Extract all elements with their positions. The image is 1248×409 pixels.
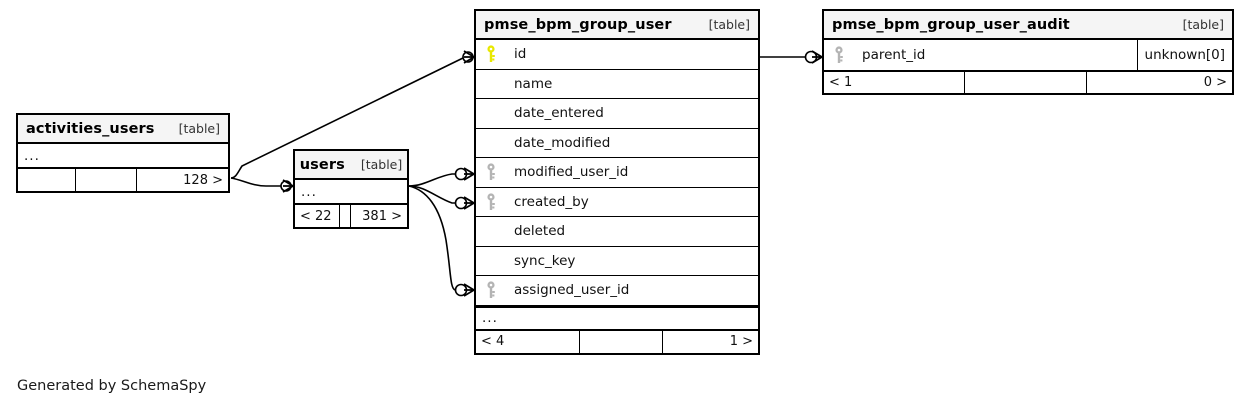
footer-incoming-count (18, 169, 75, 191)
edge-users-to-created-by (408, 185, 475, 210)
table-footer-activities-users: 128 > (18, 168, 228, 191)
column-name: date_entered (514, 105, 604, 122)
edge-users-to-modified-user-id (408, 167, 475, 187)
table-columns-ellipsis: ... (18, 144, 228, 168)
table-kind-label: [table] (178, 121, 220, 136)
table-kind-label: [table] (360, 157, 403, 172)
footer-middle-cell (579, 330, 663, 353)
column-name: name (514, 75, 553, 92)
table-row[interactable]: date_entered (476, 99, 758, 129)
column-name: parent_id (862, 46, 926, 63)
table-footer-pmse-bpm-group-user-audit: < 1 0 > (824, 69, 1232, 93)
generated-by-credit: Generated by SchemaSpy (17, 378, 207, 394)
table-node-pmse-bpm-group-user-audit[interactable]: pmse_bpm_group_user_audit [table] parent… (822, 9, 1234, 95)
column-name: id (514, 46, 527, 63)
table-title: pmse_bpm_group_user (484, 16, 672, 33)
key-indicator-cell (476, 163, 506, 181)
table-columns-ellipsis: ... (295, 180, 407, 204)
table-row[interactable]: deleted (476, 217, 758, 247)
footer-incoming-count: < 4 (481, 334, 505, 349)
table-title: pmse_bpm_group_user_audit (832, 16, 1070, 33)
column-type: unknown[0] (1136, 40, 1232, 70)
table-footer-users: < 22 381 > (295, 204, 407, 227)
footer-middle-cell (964, 71, 1087, 93)
footer-middle-cell (75, 169, 137, 191)
table-header-pmse-bpm-group-user-audit: pmse_bpm_group_user_audit [table] (824, 11, 1232, 40)
table-column-list: parent_id unknown[0] (824, 40, 1232, 70)
footer-incoming-count: < 22 (300, 208, 332, 224)
table-row[interactable]: name (476, 69, 758, 99)
table-row[interactable]: parent_id unknown[0] (824, 40, 1232, 70)
column-name: date_modified (514, 134, 611, 151)
footer-middle-cell (339, 205, 351, 227)
footer-outgoing-count: 0 > (1203, 74, 1227, 90)
table-row[interactable]: sync_key (476, 246, 758, 276)
table-row[interactable]: id (476, 40, 758, 70)
table-row[interactable]: created_by (476, 187, 758, 217)
table-title: users (299, 156, 345, 173)
table-footer-pmse-bpm-group-user: < 4 1 > (476, 329, 758, 353)
foreign-key-icon (486, 163, 496, 181)
footer-outgoing-count: 1 > (729, 334, 753, 349)
table-columns-ellipsis: ... (476, 305, 758, 330)
table-node-pmse-bpm-group-user[interactable]: pmse_bpm_group_user [table] id name date_e… (474, 9, 760, 355)
table-node-activities-users[interactable]: activities_users [table] ... 128 > (16, 113, 230, 193)
edge-activities-users-to-users (230, 177, 294, 193)
column-name: assigned_user_id (514, 282, 630, 299)
column-name: modified_user_id (514, 164, 629, 181)
footer-incoming-count: < 1 (829, 74, 853, 90)
table-row[interactable]: assigned_user_id (476, 276, 758, 306)
table-node-users[interactable]: users [table] ... < 22 381 > (293, 149, 409, 229)
edge-pmse-to-audit-parent-id (760, 50, 823, 64)
table-row[interactable]: date_modified (476, 128, 758, 158)
table-header-pmse-bpm-group-user: pmse_bpm_group_user [table] (476, 11, 758, 40)
column-name: sync_key (514, 252, 576, 269)
key-indicator-cell (476, 193, 506, 211)
table-kind-label: [table] (1182, 17, 1224, 32)
footer-outgoing-count: 128 > (183, 172, 223, 188)
table-title: activities_users (26, 120, 155, 137)
column-name: deleted (514, 223, 566, 240)
footer-outgoing-count: 381 > (362, 208, 402, 224)
table-row[interactable]: modified_user_id (476, 158, 758, 188)
key-indicator-cell (476, 281, 506, 299)
key-indicator-cell (824, 46, 854, 64)
table-column-list: id name date_entered date_modified modified_… (476, 40, 758, 306)
foreign-key-icon (834, 46, 844, 64)
table-kind-label: [table] (708, 17, 750, 32)
foreign-key-icon (486, 193, 496, 211)
table-header-users: users [table] (295, 151, 407, 180)
primary-key-icon (486, 45, 496, 63)
key-indicator-cell (476, 45, 506, 63)
column-name: created_by (514, 193, 589, 210)
edge-users-to-assigned-user-id (408, 185, 475, 297)
table-header-activities-users: activities_users [table] (18, 115, 228, 144)
foreign-key-icon (486, 281, 496, 299)
